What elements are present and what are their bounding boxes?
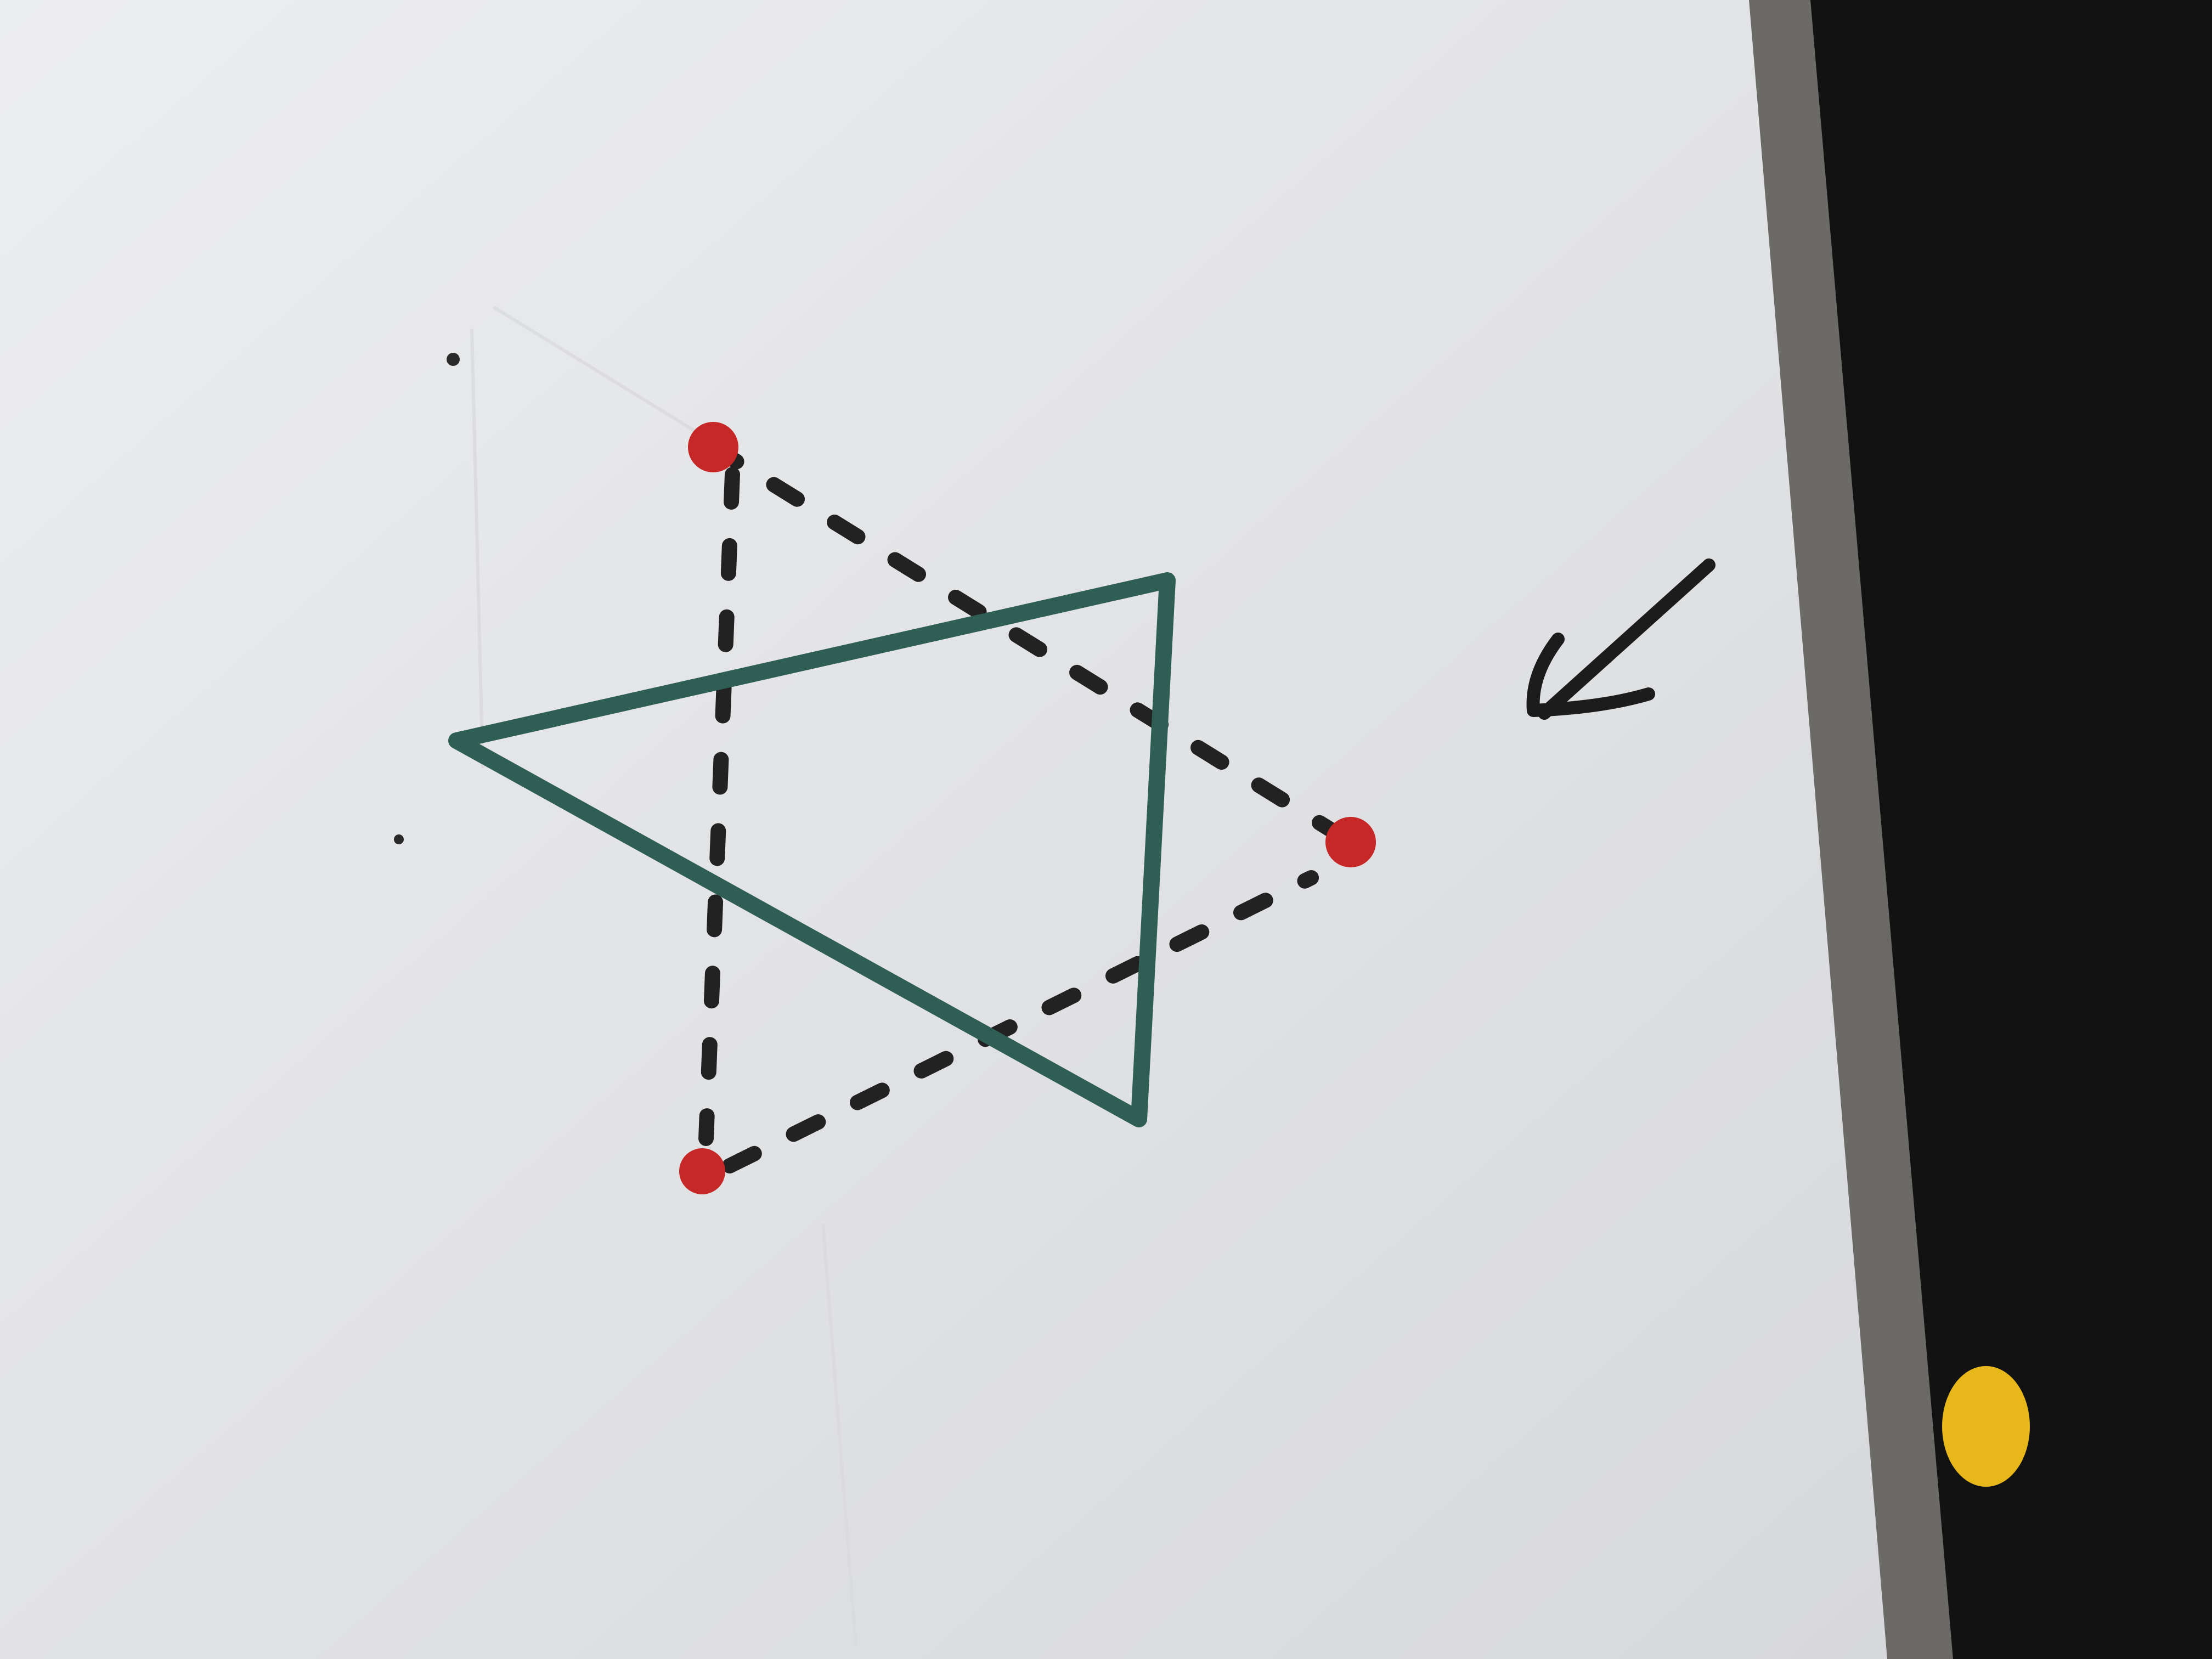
faint-pencil-marks xyxy=(470,306,857,1646)
stray-mark xyxy=(447,353,460,366)
solid-triangle xyxy=(448,572,1176,1127)
yellow-object xyxy=(1942,1366,2030,1487)
paper-sheet xyxy=(0,0,1887,1659)
laptop-frame-edge xyxy=(1749,0,1953,1659)
red-point-right xyxy=(1325,817,1376,867)
red-point-bottom xyxy=(679,1148,725,1194)
dashed-edge-top xyxy=(706,439,1358,850)
red-points xyxy=(679,422,1376,1194)
red-point-top xyxy=(688,422,738,472)
dashed-triangle xyxy=(698,439,1358,1173)
stray-marks xyxy=(394,353,460,844)
arrow-icon xyxy=(1526,558,1716,720)
stray-mark xyxy=(394,834,404,844)
